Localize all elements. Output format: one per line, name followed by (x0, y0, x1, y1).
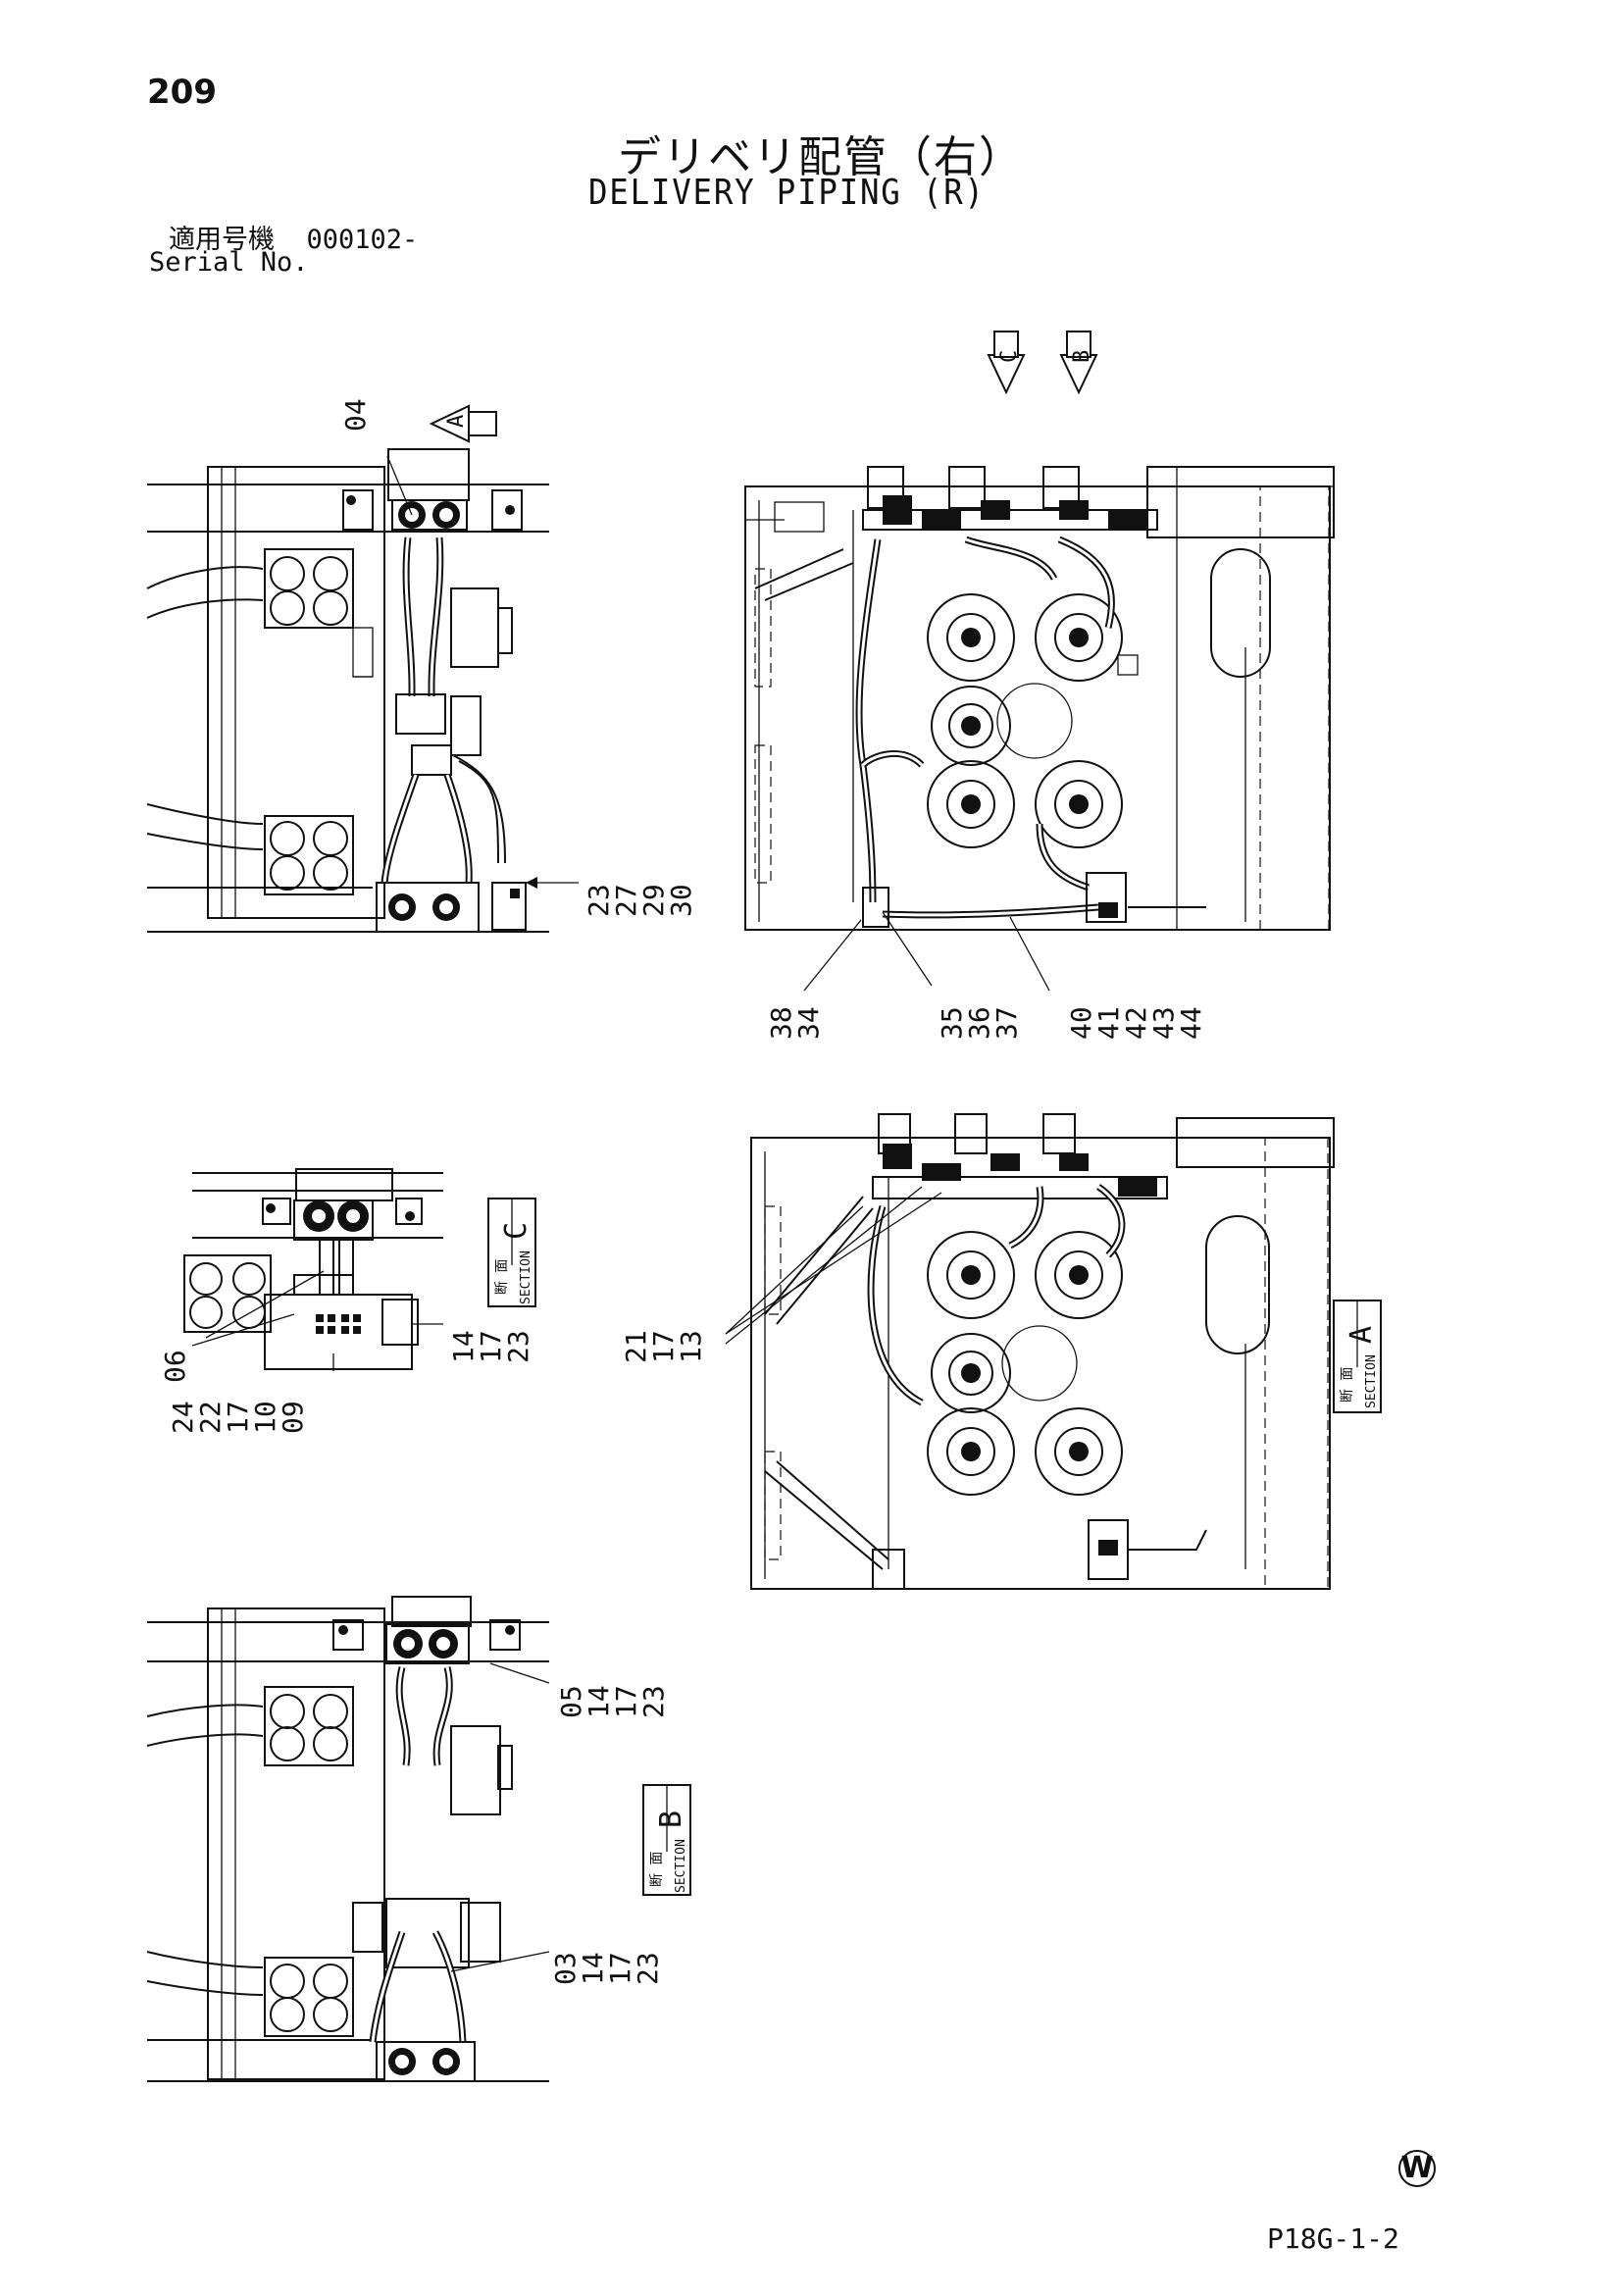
title-english: DELIVERY PIPING (R) (588, 173, 986, 213)
view-arrow-c-letter: C (997, 350, 1022, 363)
section-c-letter: C (499, 1222, 533, 1240)
callout-23: 23 (583, 884, 615, 917)
serial-line: 適用号機 000102- (169, 218, 418, 256)
view-arrow-a: A (429, 404, 497, 443)
callout-38: 38 (765, 1006, 797, 1040)
callout-14: 14 (577, 1952, 609, 1985)
callout-35: 35 (936, 1006, 968, 1040)
callout-24: 24 (167, 1401, 199, 1434)
section-b-letter: B (654, 1811, 688, 1828)
pump-1 (927, 593, 1015, 682)
top-right-view (744, 466, 1335, 992)
callout-44: 44 (1175, 1006, 1207, 1040)
callout-group-05-23: 05 14 17 23 (555, 1685, 670, 1718)
pump-3 (931, 686, 1011, 766)
view-arrow-a-letter: A (444, 415, 469, 428)
callout-23: 23 (502, 1330, 534, 1363)
callout-group-35-37: 35 36 37 (936, 1006, 1023, 1040)
callout-22: 22 (194, 1401, 227, 1434)
callout-17: 17 (610, 1685, 642, 1718)
callout-group-24-09: 24 22 17 10 09 (167, 1401, 309, 1434)
callout-13: 13 (675, 1330, 707, 1363)
serial-label-jp: 適用号機 (169, 225, 275, 255)
callout-43: 43 (1147, 1006, 1180, 1040)
serial-value: 000102- (306, 225, 419, 255)
callout-42: 42 (1120, 1006, 1152, 1040)
serial-label-en: Serial No. (149, 247, 309, 278)
callout-30: 30 (665, 884, 697, 917)
callout-group-03-23: 03 14 17 23 (549, 1952, 664, 1985)
callout-05: 05 (555, 1685, 587, 1718)
callout-09: 09 (277, 1401, 309, 1434)
title-japanese: デリベリ配管（右） (618, 132, 1024, 182)
callout-17: 17 (222, 1401, 254, 1434)
callout-04: 04 (339, 398, 372, 432)
callout-36: 36 (963, 1006, 995, 1040)
view-arrow-b-letter: B (1070, 350, 1094, 363)
callout-group-04: 04 (339, 398, 372, 432)
callout-group-06: 06 (159, 1350, 191, 1383)
w-mark: W (1398, 2150, 1436, 2187)
callout-17: 17 (475, 1330, 507, 1363)
callout-17: 17 (647, 1330, 680, 1363)
section-a-label: 断 面 SECTION A (1333, 1300, 1382, 1413)
section-b-label-en: SECTION (674, 1839, 688, 1893)
document-code: P18G-1-2 (1267, 2222, 1399, 2255)
callout-34: 34 (792, 1006, 825, 1040)
section-b-label-jp: 断 面 (649, 1852, 665, 1887)
section-a-view (725, 1113, 1335, 1590)
section-a-label-en: SECTION (1364, 1354, 1379, 1408)
callout-41: 41 (1092, 1006, 1125, 1040)
callout-17: 17 (604, 1952, 636, 1985)
section-a-label-jp: 断 面 (1340, 1367, 1355, 1403)
callout-23: 23 (637, 1685, 670, 1718)
view-arrow-c: C (987, 331, 1026, 395)
pump-4 (927, 760, 1015, 848)
callout-group-38-34: 38 34 (765, 1006, 825, 1040)
callout-group-40-44: 40 41 42 43 44 (1065, 1006, 1207, 1040)
page-number: 209 (147, 73, 217, 112)
callout-group-23-30: 23 27 29 30 (583, 884, 697, 917)
callout-40: 40 (1065, 1006, 1097, 1040)
section-b-view (146, 1596, 550, 2082)
top-left-view (146, 448, 579, 933)
callout-29: 29 (637, 884, 670, 917)
pump-5 (1035, 760, 1123, 848)
section-b-label: 断 面 SECTION B (642, 1784, 691, 1896)
callout-23: 23 (632, 1952, 664, 1985)
callout-group-14-23-a: 14 17 23 (447, 1330, 534, 1363)
callout-27: 27 (610, 884, 642, 917)
section-c-label-jp: 断 面 (494, 1259, 510, 1295)
callout-06: 06 (159, 1350, 191, 1383)
section-c-view (183, 1168, 443, 1371)
pump-2 (1035, 593, 1123, 682)
callout-03: 03 (549, 1952, 582, 1985)
callout-21: 21 (620, 1330, 652, 1363)
callout-14: 14 (447, 1330, 480, 1363)
section-c-label: 断 面 SECTION C (487, 1198, 536, 1307)
callout-group-21-13: 21 17 13 (620, 1330, 707, 1363)
callout-10: 10 (249, 1401, 281, 1434)
section-c-label-en: SECTION (519, 1250, 533, 1304)
callout-14: 14 (583, 1685, 615, 1718)
view-arrow-b: B (1059, 331, 1098, 395)
section-a-letter: A (1345, 1326, 1379, 1344)
callout-37: 37 (990, 1006, 1023, 1040)
